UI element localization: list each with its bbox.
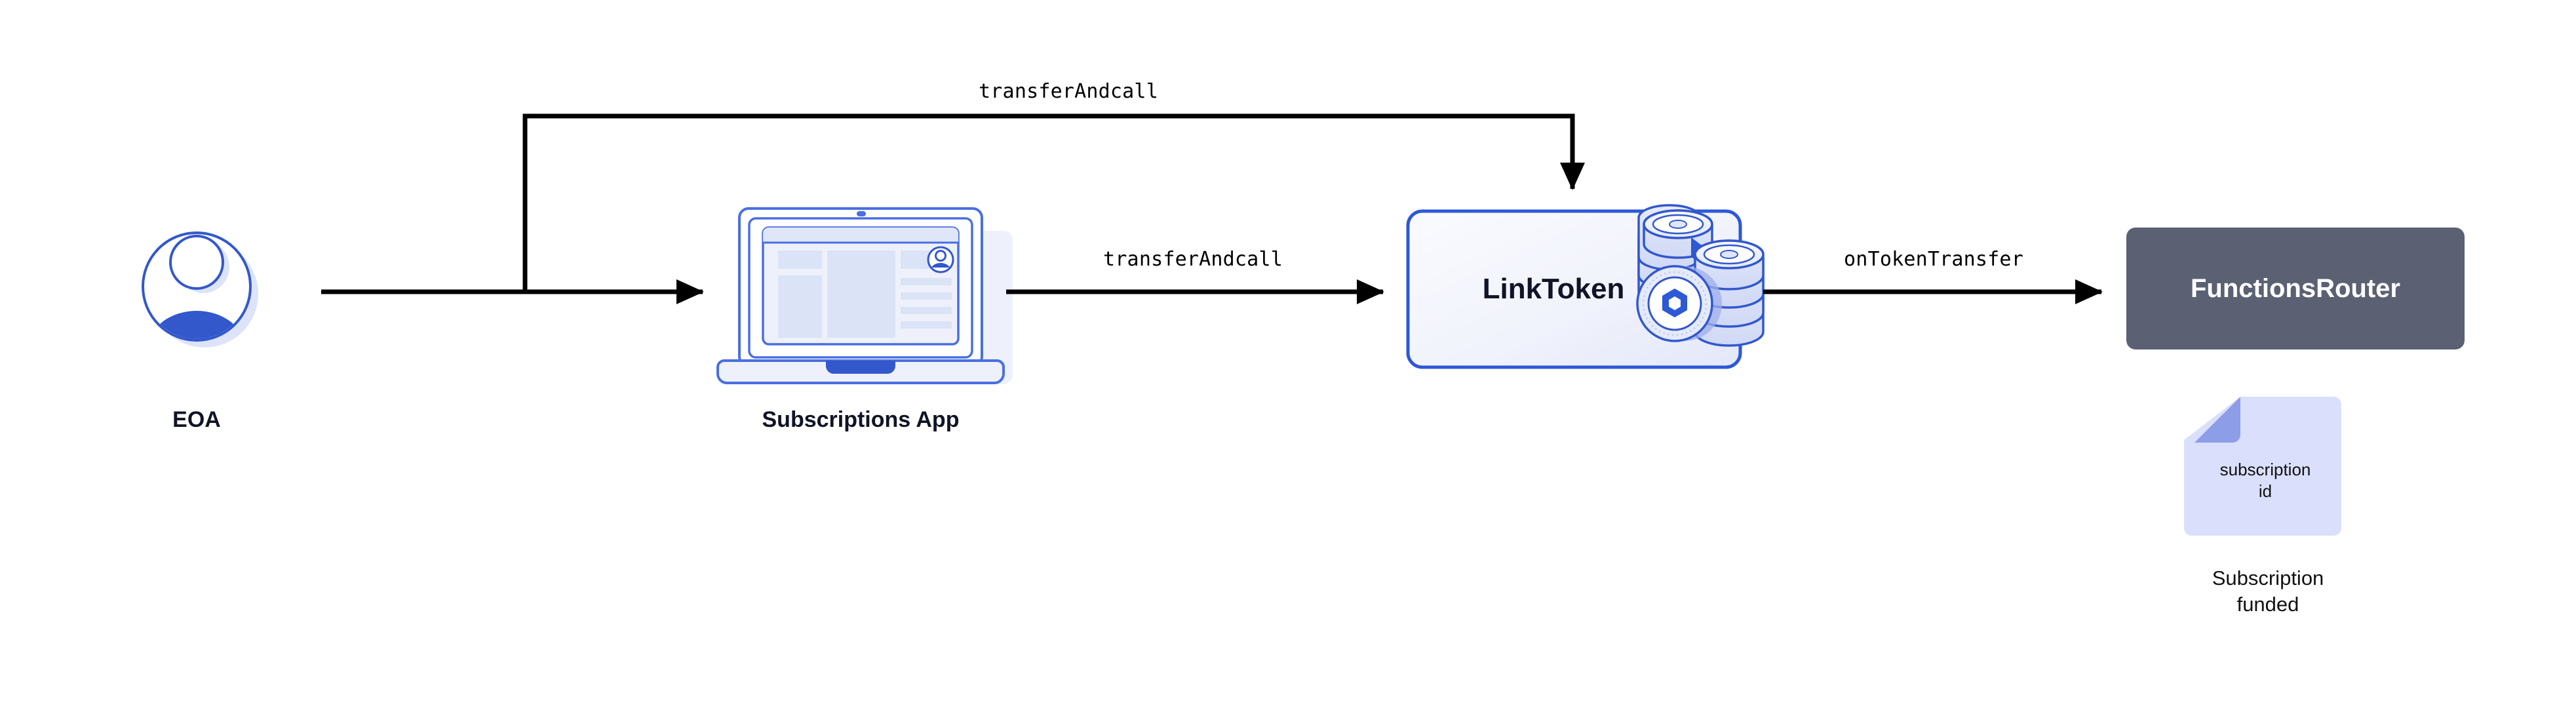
user-avatar-icon: [142, 231, 258, 348]
document-label-subscription-id: subscription id: [2219, 460, 2311, 501]
node-label-subscriptions-app: Subscriptions App: [762, 407, 960, 432]
node-label-eoa: EOA: [172, 407, 221, 432]
functions-router-box[interactable]: [2126, 228, 2465, 349]
node-label-link-token: LinkToken: [1482, 273, 1625, 305]
edge-label-transfer-and-call-top: transferAndcall: [979, 80, 1158, 103]
caption-subscription-funded: Subscription funded: [2212, 567, 2324, 616]
link-coins-icon: [1636, 204, 1765, 347]
edge-label-on-token-transfer: onTokenTransfer: [1844, 248, 2023, 271]
document-page-icon: [2184, 397, 2341, 536]
node-label-functions-router: FunctionsRouter: [2191, 273, 2400, 303]
edge-eoa-to-linktoken-top: [522, 113, 1585, 292]
edge-label-transfer-and-call-app: transferAndcall: [1103, 248, 1283, 271]
laptop-icon: [716, 207, 1013, 384]
